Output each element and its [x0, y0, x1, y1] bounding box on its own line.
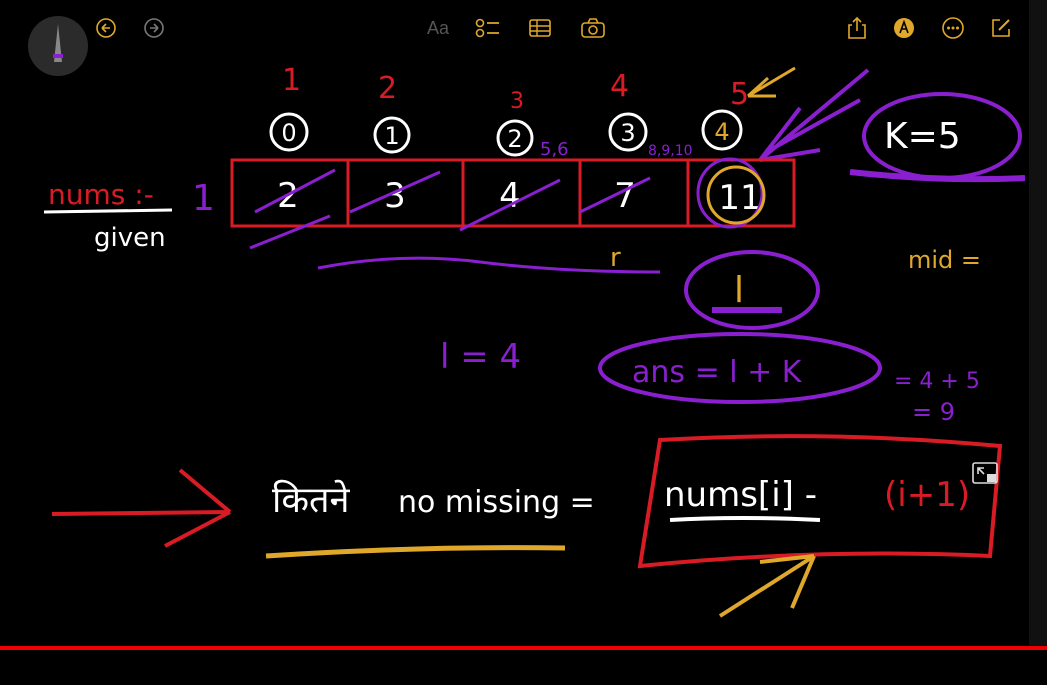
- l-equals: l = 4: [440, 337, 521, 377]
- l-label: l: [734, 270, 744, 311]
- strikes: [249, 157, 764, 250]
- ans-calc: = 4 + 5: [894, 369, 980, 394]
- more-icon: [942, 17, 964, 39]
- array-value: 7: [614, 176, 636, 216]
- side-note: 5,6: [540, 139, 569, 160]
- miniplayer-button[interactable]: [972, 462, 1000, 486]
- index-label: 0: [281, 119, 296, 147]
- pen-tool-button[interactable]: [28, 16, 88, 76]
- share-button[interactable]: [841, 12, 873, 44]
- index-label: 2: [507, 125, 522, 153]
- undo-button[interactable]: [90, 12, 122, 44]
- index-circles: [269, 109, 743, 157]
- red-arrow: [51, 468, 232, 548]
- top-number: 1: [282, 63, 301, 98]
- text-style-button[interactable]: Aa: [422, 12, 454, 44]
- purple-arrow: [758, 68, 870, 162]
- table-icon: [529, 19, 551, 37]
- camera-button[interactable]: [577, 12, 609, 44]
- checklist-icon: [475, 18, 499, 38]
- markup-icon: [894, 18, 914, 38]
- indices: 0 1 2 3 4: [281, 118, 729, 153]
- ans-oval: [598, 332, 882, 404]
- frame-edge: [1029, 0, 1047, 685]
- redo-button[interactable]: [138, 12, 170, 44]
- missing-text: no missing =: [398, 485, 595, 520]
- notes-toolbar: Aa: [0, 6, 1030, 76]
- array-value: 11: [718, 178, 761, 218]
- pen-tool-icon: [53, 24, 63, 62]
- formula-box: [637, 434, 1003, 569]
- r-label: r: [610, 243, 621, 273]
- compose-button[interactable]: [985, 12, 1017, 44]
- wave-underline: [317, 256, 661, 274]
- text-style-icon: Aa: [426, 17, 450, 38]
- array-boxes: [230, 158, 796, 228]
- formula-part1: nums[i] -: [664, 475, 817, 515]
- more-button[interactable]: [937, 12, 969, 44]
- checklist-button[interactable]: [472, 12, 504, 44]
- k-label: K=5: [884, 116, 961, 157]
- array-value: 4: [499, 176, 521, 216]
- given-label: given: [94, 223, 166, 253]
- top-number: 3: [510, 89, 524, 114]
- ans-formula: ans = l + K: [632, 355, 803, 390]
- missing-hindi: कितने: [272, 479, 350, 521]
- share-icon: [848, 16, 866, 39]
- ans-result: = 9: [912, 398, 955, 426]
- compose-icon: [992, 19, 1010, 37]
- array-value: 3: [384, 176, 406, 216]
- video-progress-bar[interactable]: [0, 646, 1047, 650]
- redo-icon: [144, 18, 164, 38]
- camera-icon: [581, 18, 605, 38]
- top-number: 4: [610, 69, 629, 104]
- array-values: 2 3 4 7 11: [277, 176, 761, 218]
- gold-up-arrow: [718, 554, 816, 618]
- formula-part2: (i+1): [884, 475, 970, 515]
- l-oval: [684, 250, 820, 330]
- index-label: 4: [714, 118, 729, 146]
- mid-label: mid =: [908, 246, 981, 274]
- top-number: 5: [730, 77, 749, 112]
- miniplayer-icon: [972, 462, 998, 484]
- index-label: 3: [620, 119, 635, 147]
- index-label: 1: [384, 122, 399, 150]
- top-number: 2: [378, 71, 397, 106]
- side-note: 8,9,10: [648, 143, 693, 159]
- markup-button[interactable]: [888, 12, 920, 44]
- row-index: 1: [192, 178, 215, 219]
- undo-icon: [96, 18, 116, 38]
- player-controls-area: [0, 650, 1047, 685]
- nums-label: nums :-: [48, 178, 154, 211]
- top-numbers: 1 2 3 4 5: [282, 63, 749, 114]
- gold-arrow: [746, 66, 796, 98]
- table-button[interactable]: [524, 12, 556, 44]
